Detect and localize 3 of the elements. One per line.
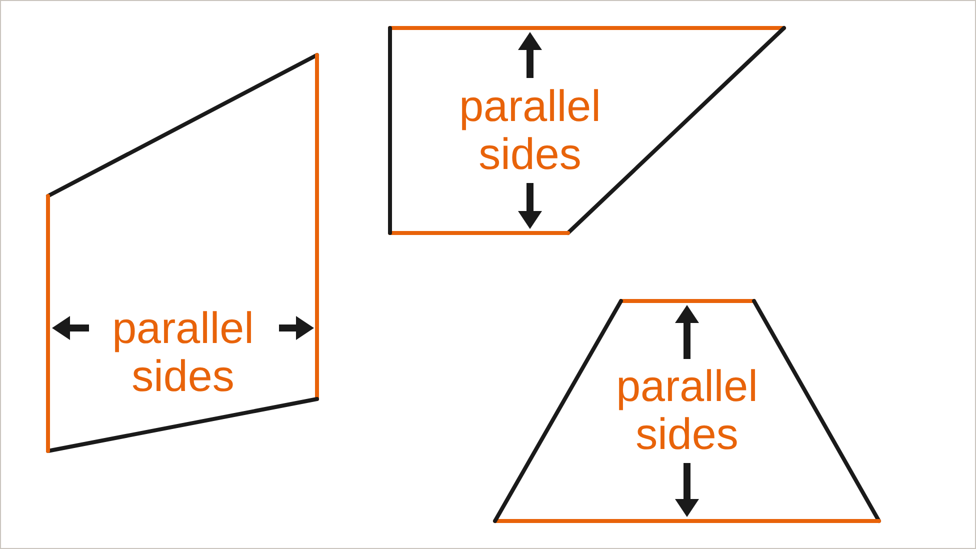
- shape-label: parallel sides: [615, 363, 759, 459]
- shape-label: parallel sides: [111, 305, 255, 401]
- shape-label: parallel sides: [458, 83, 602, 179]
